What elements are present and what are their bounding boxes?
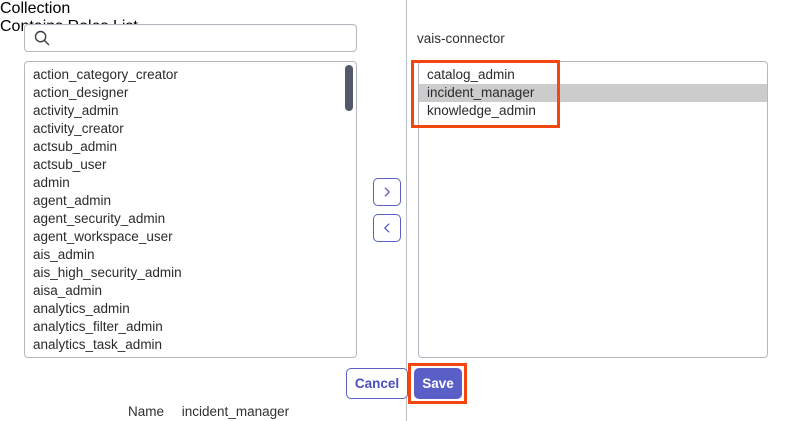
list-item[interactable]: analytics_filter_admin xyxy=(33,319,163,334)
save-button[interactable]: Save xyxy=(414,368,462,399)
name-row: Name incident_manager xyxy=(128,404,289,419)
subject-name: vais-connector xyxy=(417,31,505,46)
cancel-button[interactable]: Cancel xyxy=(346,368,408,399)
search-input[interactable] xyxy=(51,25,356,51)
collection-scroll-thumb[interactable] xyxy=(345,65,353,111)
list-item[interactable]: aisa_admin xyxy=(33,283,103,298)
collection-label: Collection xyxy=(0,0,71,17)
chevron-left-icon xyxy=(380,221,394,235)
list-item[interactable]: analytics_admin xyxy=(33,301,130,316)
list-item[interactable]: agent_security_admin xyxy=(33,211,166,226)
list-item[interactable]: agent_admin xyxy=(33,193,112,208)
list-item[interactable]: admin xyxy=(33,175,70,190)
add-role-button[interactable] xyxy=(373,178,401,206)
remove-role-button[interactable] xyxy=(373,214,401,242)
list-item[interactable]: incident_manager xyxy=(419,84,767,102)
list-item[interactable]: actsub_admin xyxy=(33,139,118,154)
list-item[interactable]: agent_workspace_user xyxy=(33,229,173,244)
list-item[interactable]: actsub_user xyxy=(33,157,107,172)
collection-search[interactable] xyxy=(24,24,357,52)
list-item[interactable]: activity_admin xyxy=(33,103,119,118)
list-item[interactable]: ais_admin xyxy=(33,247,95,262)
list-item[interactable]: action_category_creator xyxy=(33,67,178,82)
list-item[interactable]: activity_creator xyxy=(33,121,124,136)
collection-scrollbar[interactable] xyxy=(344,64,354,357)
list-item[interactable]: action_designer xyxy=(33,85,129,100)
pane-divider xyxy=(406,0,407,421)
name-value: incident_manager xyxy=(181,404,290,419)
name-label: Name xyxy=(128,404,165,419)
list-item[interactable]: analytics_viewer xyxy=(25,354,356,357)
search-icon xyxy=(33,29,51,47)
chevron-right-icon xyxy=(380,185,394,199)
list-item[interactable]: ais_high_security_admin xyxy=(33,265,182,280)
list-item[interactable]: knowledge_admin xyxy=(427,103,536,118)
list-item[interactable]: catalog_admin xyxy=(427,67,515,82)
list-item[interactable]: analytics_task_admin xyxy=(33,337,163,352)
